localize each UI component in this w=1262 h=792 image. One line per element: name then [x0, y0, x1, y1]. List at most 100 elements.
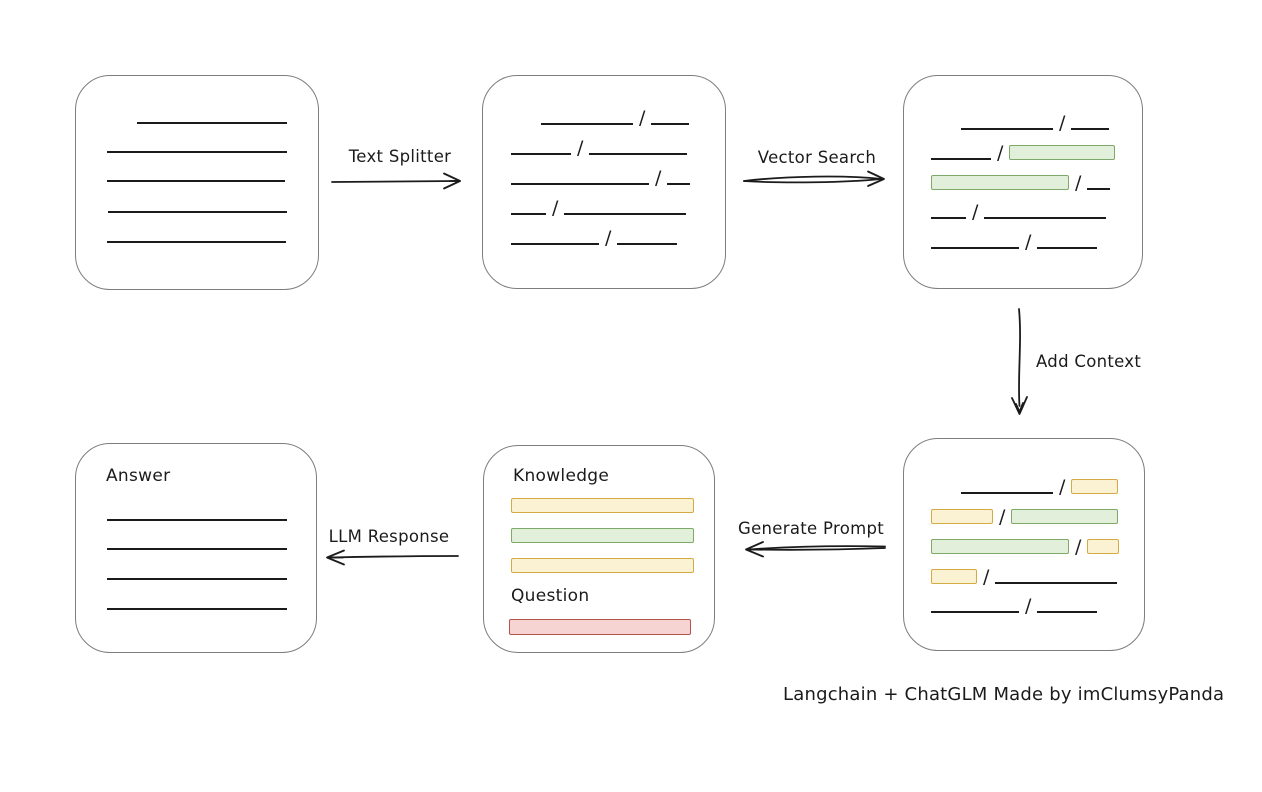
text-line — [651, 105, 690, 125]
segment-row — [107, 225, 286, 243]
text-line — [511, 135, 571, 155]
text-line — [931, 593, 1019, 613]
chunk-separator: / — [639, 107, 646, 129]
segment-row — [107, 532, 287, 550]
prompt-box: Knowledge Question — [483, 445, 715, 653]
yellow-highlight-chip — [931, 509, 993, 524]
green-highlight-chip — [931, 539, 1069, 554]
segment-row: / — [511, 135, 688, 159]
green-highlight-chip — [1009, 145, 1116, 160]
segment-row — [137, 106, 287, 124]
segment-row: / — [511, 195, 687, 219]
segment-row — [107, 562, 287, 580]
document-box — [75, 75, 319, 290]
green-highlight-chip — [511, 528, 694, 543]
text-splitter-arrow — [331, 172, 461, 190]
yellow-highlight-chip — [931, 569, 977, 584]
segment-row — [107, 164, 285, 182]
chunk-separator: / — [999, 506, 1006, 528]
text-line — [541, 105, 633, 125]
segment-row: / — [931, 170, 1111, 194]
text-line — [107, 223, 286, 243]
vector-search-arrow — [743, 170, 885, 187]
question-label: Question — [511, 586, 590, 606]
red-highlight-chip — [509, 619, 691, 635]
segment-row: / — [961, 474, 1119, 497]
yellow-highlight-chip — [1071, 479, 1119, 494]
text-line — [107, 590, 287, 610]
text-line — [511, 165, 649, 185]
segment-row: / — [931, 536, 1120, 558]
segment-row: / — [931, 140, 1116, 164]
chunk-separator: / — [1025, 231, 1032, 253]
text-line — [511, 225, 599, 245]
llm-response-arrow — [326, 549, 459, 566]
segment-row — [108, 195, 287, 213]
chunk-separator: / — [655, 167, 662, 189]
retrieval-box: / / / / / — [903, 75, 1143, 289]
green-highlight-chip — [931, 175, 1069, 190]
chunk-separator: / — [552, 197, 559, 219]
text-line — [1037, 229, 1098, 249]
segment-row: / — [931, 199, 1107, 223]
generate-prompt-arrow — [745, 541, 886, 558]
text-line — [617, 225, 678, 245]
add-context-arrow — [1011, 308, 1028, 415]
segment-row: / — [931, 506, 1119, 528]
text-line — [1071, 110, 1110, 130]
text-line — [1037, 593, 1098, 613]
text-splitter-label: Text Splitter — [348, 147, 452, 166]
chunk-separator: / — [983, 566, 990, 588]
segment-row: / — [931, 593, 1098, 617]
text-line — [137, 104, 287, 124]
chunk-separator: / — [1059, 112, 1066, 134]
answer-box: Answer — [75, 443, 317, 653]
segment-row — [511, 525, 694, 543]
text-line — [107, 162, 285, 182]
segment-row — [107, 592, 287, 610]
generate-prompt-label: Generate Prompt — [738, 519, 884, 538]
text-line — [108, 193, 287, 213]
answer-label: Answer — [106, 466, 171, 486]
text-line — [107, 530, 287, 550]
chunk-separator: / — [577, 137, 584, 159]
text-line — [1087, 170, 1111, 190]
context-box: / / / / / — [903, 438, 1145, 651]
chunks-box: / / / / / — [482, 75, 726, 289]
text-line — [984, 199, 1107, 219]
segment-row — [511, 555, 694, 573]
text-line — [961, 474, 1053, 494]
segment-row — [107, 135, 287, 153]
segment-row — [509, 617, 691, 635]
chunk-separator: / — [997, 142, 1004, 164]
chunk-separator: / — [605, 227, 612, 249]
segment-row: / — [931, 229, 1098, 253]
text-line — [564, 195, 687, 215]
vector-search-label: Vector Search — [757, 148, 877, 167]
text-line — [107, 501, 287, 521]
llm-response-label: LLM Response — [328, 527, 450, 546]
text-line — [961, 110, 1053, 130]
yellow-highlight-chip — [511, 558, 694, 573]
chunk-separator: / — [972, 201, 979, 223]
chunk-separator: / — [1075, 172, 1082, 194]
chunk-separator: / — [1075, 536, 1082, 558]
segment-row — [511, 495, 694, 513]
text-line — [931, 140, 991, 160]
text-line — [995, 564, 1118, 584]
segment-row: / — [961, 110, 1110, 134]
segment-row: / — [931, 564, 1118, 588]
text-line — [589, 135, 688, 155]
yellow-highlight-chip — [1087, 539, 1120, 554]
segment-row: / — [541, 105, 690, 129]
text-line — [667, 165, 691, 185]
green-highlight-chip — [1011, 509, 1119, 524]
credit-text: Langchain + ChatGLM Made by imClumsyPand… — [783, 684, 1225, 705]
add-context-label: Add Context — [1036, 352, 1142, 371]
segment-row: / — [511, 225, 678, 249]
chunk-separator: / — [1025, 595, 1032, 617]
text-line — [511, 195, 546, 215]
text-line — [107, 133, 287, 153]
text-line — [107, 560, 287, 580]
